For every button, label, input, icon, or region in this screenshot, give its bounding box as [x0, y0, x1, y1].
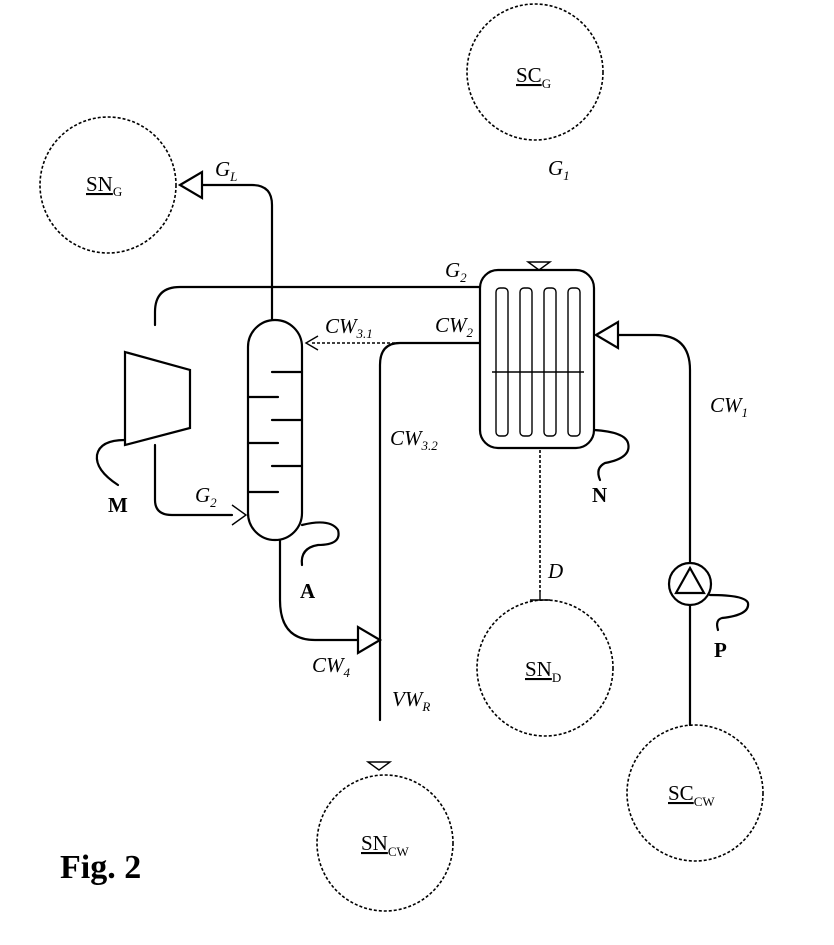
sn-d-sub: D: [552, 670, 561, 685]
label-g2-top: G: [445, 258, 460, 282]
label-m: M: [108, 493, 128, 517]
label-g1: G: [548, 156, 563, 180]
sn-cw-label: SN: [361, 831, 388, 855]
heat-exchanger-n: [480, 270, 594, 448]
svg-text:GL: GL: [215, 157, 237, 184]
svg-text:CW3.2: CW3.2: [390, 426, 438, 453]
sn-cw-inlet-mark: [368, 762, 390, 770]
node-sc-cw: SCCW: [627, 725, 763, 861]
svg-text:G2: G2: [195, 483, 217, 510]
label-g1-sub: 1: [563, 168, 570, 183]
sc-g-sub: G: [542, 76, 551, 91]
svg-text:G1: G1: [548, 156, 570, 183]
svg-text:SNCW: SNCW: [361, 831, 410, 859]
g2-left-line: [155, 445, 232, 515]
label-cw1-sub: 1: [742, 405, 749, 420]
label-g2-left-sub: 2: [210, 495, 217, 510]
exchanger-vent-mark: [528, 262, 550, 270]
node-sc-g: SCG: [467, 4, 603, 140]
label-cw31-sub: 3.1: [356, 326, 373, 341]
label-gl-sub: L: [229, 169, 237, 184]
svg-text:CW2: CW2: [435, 313, 474, 340]
sn-g-label: SN: [86, 172, 113, 196]
label-g2-left: G: [195, 483, 210, 507]
svg-text:SND: SND: [525, 657, 561, 685]
cw4-arrowhead: [358, 627, 380, 653]
sc-cw-label: SC: [668, 781, 694, 805]
gl-arrowhead: [180, 172, 202, 198]
label-cw32: CW: [390, 426, 424, 450]
sc-g-label: SC: [516, 63, 542, 87]
label-n: N: [592, 483, 607, 507]
svg-text:G2: G2: [445, 258, 467, 285]
g2-left-arrowhead: [232, 505, 246, 525]
sc-cw-sub: CW: [694, 794, 716, 809]
sn-cw-sub: CW: [388, 844, 410, 859]
figure-label: Fig. 2: [60, 849, 141, 886]
label-vwr-sub: R: [421, 699, 430, 714]
column-a-drive: [302, 522, 339, 565]
gl-line: [200, 185, 272, 320]
cw2-cw32-line: [380, 343, 485, 720]
pump-p-drive: [710, 595, 748, 630]
node-sn-g: SNG: [40, 117, 176, 253]
compressor-m: [125, 352, 190, 445]
svg-text:SNG: SNG: [86, 172, 122, 199]
label-cw4: CW: [312, 653, 346, 677]
d-arrow-mark: [530, 592, 550, 600]
cw4-line: [280, 535, 358, 640]
exchanger-n-drive: [594, 430, 629, 480]
label-cw2-sub: 2: [467, 325, 474, 340]
column-a: [248, 320, 302, 540]
label-cw4-sub: 4: [344, 665, 351, 680]
cw1-line: [618, 335, 690, 725]
sn-d-label: SN: [525, 657, 552, 681]
label-gl: G: [215, 157, 230, 181]
svg-text:SCCW: SCCW: [668, 781, 715, 809]
sc-cw-circle: [627, 725, 763, 861]
svg-text:CW3.1: CW3.1: [325, 314, 373, 341]
node-sn-d: SND: [477, 600, 613, 736]
sn-g-sub: G: [113, 184, 122, 199]
label-vwr: VW: [392, 687, 425, 711]
label-a: A: [300, 579, 316, 603]
label-cw1: CW: [710, 393, 744, 417]
svg-text:CW1: CW1: [710, 393, 748, 420]
svg-text:SCG: SCG: [516, 63, 551, 91]
label-cw2: CW: [435, 313, 469, 337]
label-cw31: CW: [325, 314, 359, 338]
node-sn-cw: SNCW: [317, 775, 453, 911]
compressor-m-drive: [97, 440, 125, 485]
label-g2-top-sub: 2: [460, 270, 467, 285]
cw1-arrowhead: [596, 322, 618, 348]
label-cw32-sub: 3.2: [421, 438, 439, 453]
svg-text:CW4: CW4: [312, 653, 351, 680]
label-d: D: [547, 559, 563, 583]
svg-text:VWR: VWR: [392, 687, 430, 714]
label-p: P: [714, 638, 727, 662]
